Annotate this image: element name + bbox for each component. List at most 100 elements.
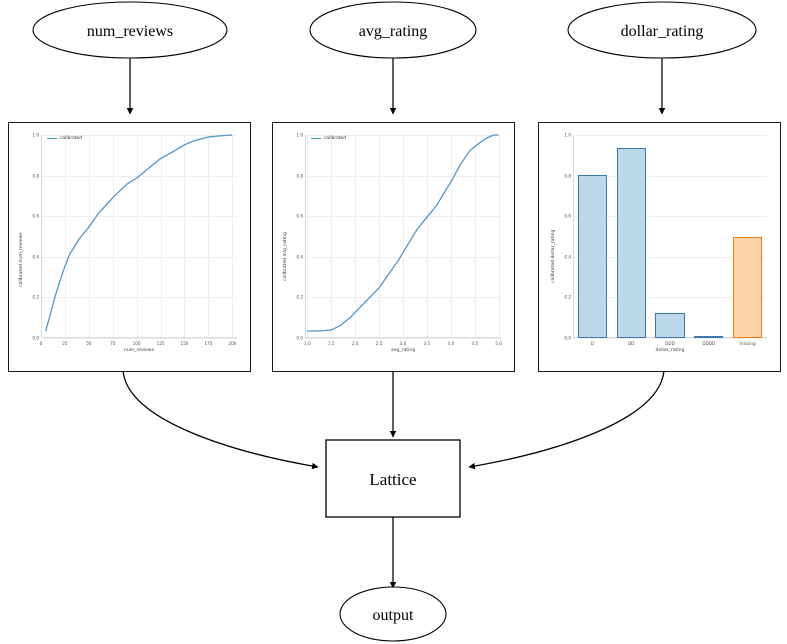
gridline-x <box>88 135 90 338</box>
node-num-reviews[interactable]: num_reviews <box>32 1 228 59</box>
y-axis-title: calibrated dollar_rating <box>551 229 556 284</box>
node-label-output: output <box>373 607 414 624</box>
x-tick-label: 2.0 <box>351 340 359 346</box>
y-axis-title: calibrated avg_rating <box>283 232 288 282</box>
legend-label: calibrated <box>60 136 83 141</box>
edge-chart3-to-lattice <box>468 370 665 470</box>
axis-spine-bottom <box>41 337 237 338</box>
gridline-y <box>573 338 767 339</box>
node-label-avg-rating: avg_rating <box>359 23 427 40</box>
x-tick-label: 3.0 <box>399 340 407 346</box>
y-tick-label: 0.0 <box>296 335 303 341</box>
gridline-x <box>498 135 500 338</box>
x-tick-label: 0 <box>39 340 43 346</box>
x-tick-label: 25 <box>62 340 68 346</box>
y-tick-label: 0.0 <box>32 335 39 341</box>
plot-area-num-reviews: 0.0 0.2 0.4 0.6 0.8 1.0 0 25 50 75 100 1… <box>19 133 237 353</box>
node-output[interactable]: output <box>339 586 447 642</box>
axis-spine-left <box>305 135 306 338</box>
x-tick-label: DDDD <box>702 340 716 346</box>
plot-area-dollar-rating: 0.0 0.2 0.4 0.6 0.8 1.0 D DD DDD DDDD mi… <box>551 133 767 353</box>
x-tick-label: 1.0 <box>304 340 311 346</box>
gridline-x <box>331 135 333 338</box>
y-axis-title: calibrated num_reviews <box>19 232 24 288</box>
legend-label: calibrated <box>324 136 347 141</box>
x-tick-label: 200 <box>228 340 237 346</box>
y-tick-label: 0.4 <box>32 254 39 260</box>
bar-dd <box>616 147 646 338</box>
y-tick-label: 0.2 <box>296 294 303 300</box>
legend-line-swatch <box>311 137 321 140</box>
x-tick-label: 4.0 <box>447 340 455 346</box>
chart-legend-avg-rating: calibrated <box>311 136 346 141</box>
axis-spine-left <box>41 135 42 338</box>
x-tick-label: 125 <box>156 340 165 346</box>
gridline-x <box>403 135 404 338</box>
x-tick-label: 150 <box>180 340 189 346</box>
y-tick-label: 0.6 <box>32 213 39 219</box>
plot-background <box>41 135 237 338</box>
y-tick-label: 1.0 <box>296 132 303 138</box>
axis-spine-bottom <box>305 337 501 338</box>
x-axis-title: dollar_rating <box>655 348 685 353</box>
node-dollar-rating[interactable]: dollar_rating <box>567 1 757 59</box>
x-tick-label: D <box>590 340 595 346</box>
x-tick-label: 2.5 <box>375 340 383 346</box>
gridline-x <box>232 135 234 338</box>
node-lattice[interactable]: Lattice <box>325 439 461 518</box>
gridline-x <box>136 135 138 338</box>
node-avg-rating[interactable]: avg_rating <box>309 1 477 59</box>
gridline-x <box>208 135 210 338</box>
x-tick-label: DD <box>627 340 635 346</box>
gridline-x <box>355 135 357 338</box>
x-axis-title: num_reviews <box>123 348 155 353</box>
node-label-lattice: Lattice <box>369 470 416 489</box>
x-tick-label: DDD <box>665 340 675 346</box>
gridline-y <box>41 297 237 299</box>
y-tick-label: 0.6 <box>296 213 303 219</box>
x-tick-label: 75 <box>110 340 116 346</box>
gridline-y <box>573 135 767 136</box>
gridline-x <box>184 135 186 338</box>
node-label-num-reviews: num_reviews <box>87 23 173 40</box>
y-tick-label: 0.8 <box>32 173 39 179</box>
calibration-curve-num-reviews <box>41 135 237 331</box>
y-tick-label: 1.0 <box>564 132 571 138</box>
gridline-y <box>573 175 767 177</box>
plot-area-avg-rating: 0.0 0.2 0.4 0.6 0.8 1.0 1.0 1.5 2.0 2.5 … <box>283 133 502 354</box>
y-tick-label: 1.0 <box>32 132 39 138</box>
gridline-x <box>379 135 381 338</box>
y-tick-label: 0.0 <box>564 335 571 341</box>
x-tick-label: 5.0 <box>495 340 502 346</box>
edge-chart1-to-lattice <box>122 370 319 470</box>
calibration-curve-avg-rating <box>305 135 501 331</box>
y-tick-label: 0.2 <box>564 294 571 300</box>
x-tick-label: 4.5 <box>471 340 479 346</box>
y-tick-label: 0.2 <box>32 294 39 300</box>
y-tick-label: 0.8 <box>564 173 571 179</box>
bar-d <box>577 175 607 338</box>
bar-ddd <box>655 312 685 338</box>
y-tick-label: 0.4 <box>564 254 571 260</box>
x-axis-title: avg_rating <box>390 348 416 353</box>
axis-spine-left <box>573 135 574 338</box>
x-tick-label: 1.5 <box>327 340 335 346</box>
x-tick-label: 100 <box>132 340 141 346</box>
legend-line-swatch <box>47 137 57 140</box>
gridline-x <box>474 135 476 338</box>
node-label-dollar-rating: dollar_rating <box>621 23 704 40</box>
x-tick-label: 175 <box>204 340 213 346</box>
x-tick-label: 50 <box>86 340 92 346</box>
chart-panel-dollar-rating: 0.0 0.2 0.4 0.6 0.8 1.0 D DD DDD DDDD mi… <box>538 122 781 372</box>
gridline-x <box>450 135 452 338</box>
y-tick-label: 0.6 <box>564 213 571 219</box>
gridline-x <box>64 135 66 338</box>
y-tick-label: 0.8 <box>296 173 303 179</box>
gridline-x <box>112 135 114 338</box>
gridline-y <box>573 216 767 218</box>
gridline-y <box>573 297 767 299</box>
gridline-y <box>41 256 237 258</box>
gridline-y <box>305 338 501 339</box>
